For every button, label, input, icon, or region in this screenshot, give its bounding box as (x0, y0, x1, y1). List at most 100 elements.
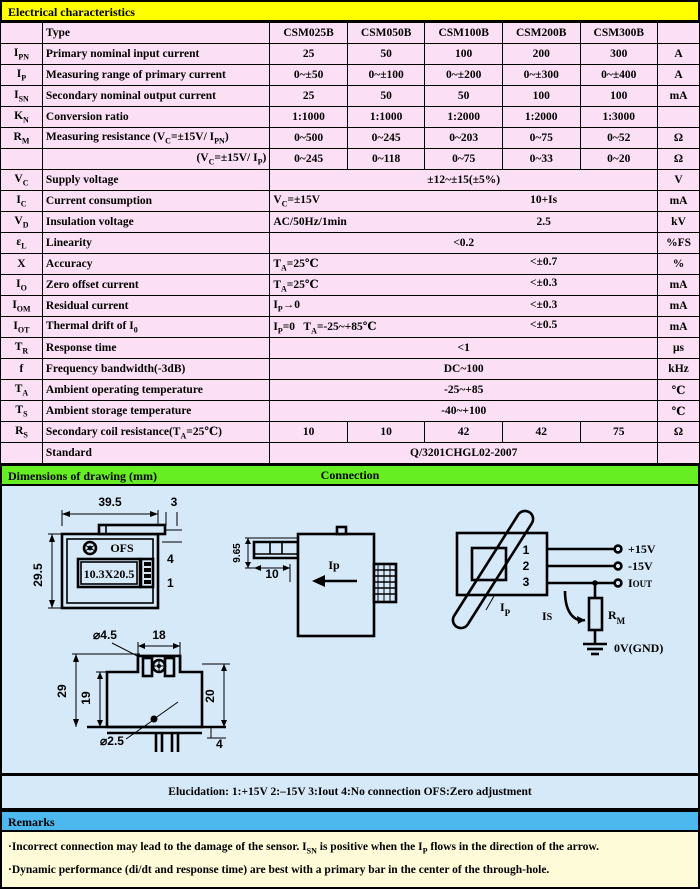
connection-label-iout: IOUT (628, 576, 652, 590)
table-row: TR Response time <1 μs (0, 337, 700, 359)
row-value: 0~245 (269, 148, 348, 170)
row-value: 10 (346, 421, 426, 443)
row-label: (VC=±15V/ IP) (41, 148, 271, 170)
row-label: Secondary coil resistance(TA=25℃) (41, 421, 271, 443)
row-value: 25 (269, 43, 348, 65)
row-span-value: VC=±15V 10+Is (269, 190, 659, 212)
table-row: (VC=±15V/ IP) 0~245 0~118 0~75 0~33 0~20… (0, 148, 700, 170)
header-model-4: CSM200B (501, 22, 581, 44)
row-symbol: IOM (0, 295, 43, 317)
row-label: Conversion ratio (41, 106, 271, 128)
row-symbol: RM (0, 127, 43, 149)
row-unit: A (657, 43, 700, 65)
row-value: 2.5 (536, 216, 551, 228)
row-value: 1:1000 (269, 106, 348, 128)
remark-line: ·Incorrect connection may lead to the da… (8, 841, 599, 856)
row-unit: μs (657, 337, 700, 359)
label-hole-size: 10.3X20.5 (84, 567, 135, 581)
row-value: 100 (579, 85, 659, 107)
header-model-3: CSM100B (424, 22, 503, 44)
connection-label-minus15v: -15V (628, 559, 653, 573)
connection-pin-1: 1 (523, 543, 530, 557)
table-row: KN Conversion ratio 1:1000 1:1000 1:2000… (0, 106, 700, 128)
connection-title: Connection (320, 468, 380, 482)
row-value: 0~±200 (424, 64, 503, 86)
electrical-characteristics-table: Type CSM025B CSM050B CSM100B CSM200B CSM… (0, 22, 700, 464)
row-value: 1:2000 (424, 106, 503, 128)
dim-height-29: 29 (55, 684, 69, 698)
row-value: <±0.3 (530, 298, 558, 311)
row-unit: Ω (657, 148, 700, 170)
header-symbol-cell (0, 22, 43, 44)
row-symbol: VD (0, 211, 43, 233)
label-ofs: OFS (110, 541, 134, 555)
table-row: ISN Secondary nominal output current 25 … (0, 85, 700, 107)
row-condition: VC=±15V (273, 193, 321, 209)
dimensions-title: Dimensions of drawing (mm) (8, 468, 157, 483)
row-label: Thermal drift of I0 (41, 316, 271, 338)
row-unit: % (657, 253, 700, 275)
row-label: Linearity (41, 232, 271, 254)
row-span-value: -25~+85 (269, 379, 659, 401)
row-value: 100 (501, 85, 581, 107)
row-value: 0~500 (269, 127, 348, 149)
dim-height-20: 20 (203, 689, 217, 703)
row-symbol: IC (0, 190, 43, 212)
row-symbol: IO (0, 274, 43, 296)
row-symbol: IP (0, 64, 43, 86)
drawing-svg: .ln { stroke:#000; stroke-width:1.6; fil… (31, 495, 663, 752)
row-span-value: IP=0 TA=-25~+85℃ <±0.5 (269, 316, 659, 338)
table-row: X Accuracy TA=25℃ <±0.7 % (0, 253, 700, 275)
row-symbol: εL (0, 232, 43, 254)
header-model-5: CSM300B (579, 22, 659, 44)
row-value: 1:1000 (346, 106, 426, 128)
row-unit: kHz (657, 358, 700, 380)
row-unit: kV (657, 211, 700, 233)
row-label: Insulation voltage (41, 211, 271, 233)
table-row: f Frequency bandwidth(-3dB) DC~100 kHz (0, 358, 700, 380)
row-label: Residual current (41, 295, 271, 317)
row-symbol (0, 442, 43, 464)
header-model-1: CSM025B (269, 22, 348, 44)
header-model-2: CSM050B (346, 22, 426, 44)
row-span-value: ±12~±15(±5%) (269, 169, 659, 191)
row-label: Zero offset current (41, 274, 271, 296)
row-span-value: <1 (269, 337, 659, 359)
row-span-value: DC~100 (269, 358, 659, 380)
row-label: Accuracy (41, 253, 271, 275)
row-symbol: f (0, 358, 43, 380)
connection-label-is: IS (542, 609, 553, 623)
row-label: Response time (41, 337, 271, 359)
table-row: IO Zero offset current TA=25℃ <±0.3 mA (0, 274, 700, 296)
dim-hole-4-5: ⌀4.5 (93, 628, 117, 642)
dim-height-19: 19 (79, 691, 93, 705)
row-symbol: IOT (0, 316, 43, 338)
row-value: 42 (501, 421, 581, 443)
table-row: IOM Residual current IP→0 <±0.3 mA (0, 295, 700, 317)
row-unit: Ω (657, 421, 700, 443)
row-symbol (0, 148, 43, 170)
row-value: <±0.5 (530, 318, 558, 331)
remarks-header: Remarks (0, 810, 700, 832)
row-value: 300 (579, 43, 659, 65)
connection-pin-2: 2 (523, 559, 530, 573)
dim-width-39-5: 39.5 (98, 495, 122, 509)
row-value: 25 (269, 85, 348, 107)
table-row: RS Secondary coil resistance(TA=25℃) 10 … (0, 421, 700, 443)
row-value: 0~33 (501, 148, 581, 170)
dim-thickness-3: 3 (171, 495, 178, 509)
table-row: RM Measuring resistance (VC=±15V/ IPN) 0… (0, 127, 700, 149)
dimensions-connection-header: Dimensions of drawing (mm) Connection (0, 464, 700, 486)
row-value: 0~245 (346, 127, 426, 149)
connection-label-rm: RM (608, 608, 626, 626)
row-condition: AC/50Hz/1min (273, 216, 347, 228)
connection-label-plus15v: +15V (628, 542, 656, 556)
dim-depth-9-65: 9.65 (232, 543, 243, 563)
row-span-value: <0.2 (269, 232, 659, 254)
row-value: 100 (424, 43, 503, 65)
row-label: Secondary nominal output current (41, 85, 271, 107)
row-symbol: TA (0, 379, 43, 401)
row-value: 1:2000 (501, 106, 581, 128)
row-value: 0~±300 (501, 64, 581, 86)
row-unit: ℃ (657, 400, 700, 422)
